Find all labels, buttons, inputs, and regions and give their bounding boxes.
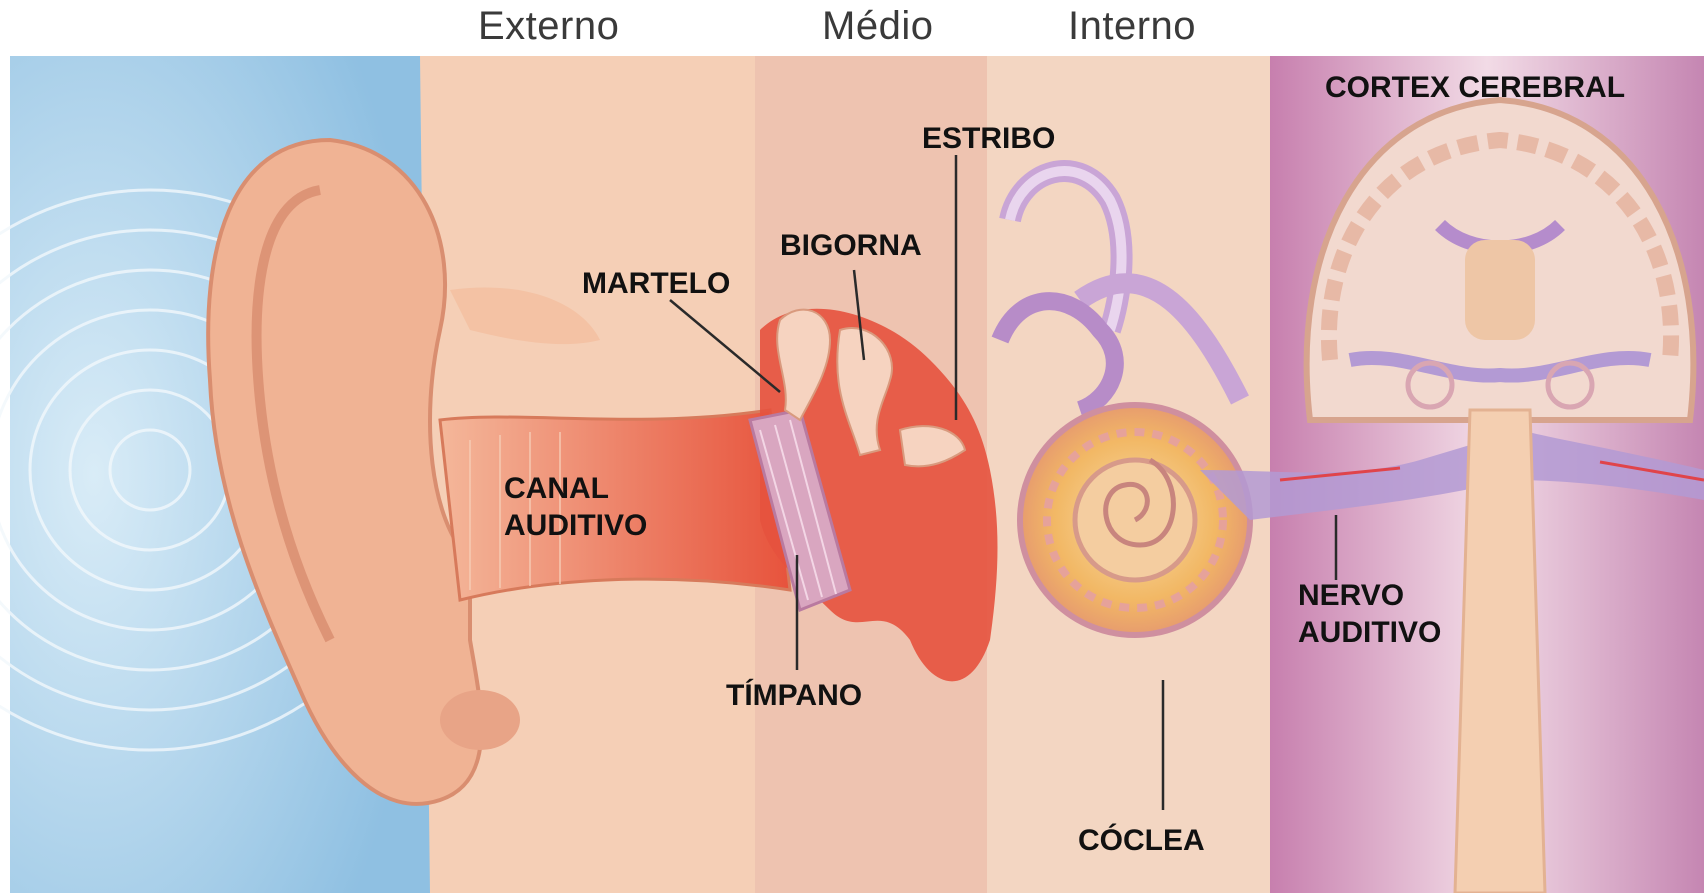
label-canal-line1: CANAL — [504, 472, 609, 505]
label-martelo: MARTELO — [582, 267, 730, 300]
label-cortex-cerebral: CORTEX CEREBRAL — [1325, 71, 1625, 104]
label-nervo-line2: AUDITIVO — [1298, 616, 1441, 649]
auditory-canal — [440, 410, 790, 600]
label-estribo: ESTRIBO — [922, 122, 1055, 155]
cochlea — [1020, 405, 1250, 635]
label-canal-line2: AUDITIVO — [504, 509, 647, 542]
label-timpano: TÍMPANO — [726, 678, 862, 712]
label-bigorna: BIGORNA — [780, 229, 922, 262]
label-coclea: CÓCLEA — [1078, 823, 1205, 857]
label-nervo-line1: NERVO — [1298, 579, 1404, 612]
